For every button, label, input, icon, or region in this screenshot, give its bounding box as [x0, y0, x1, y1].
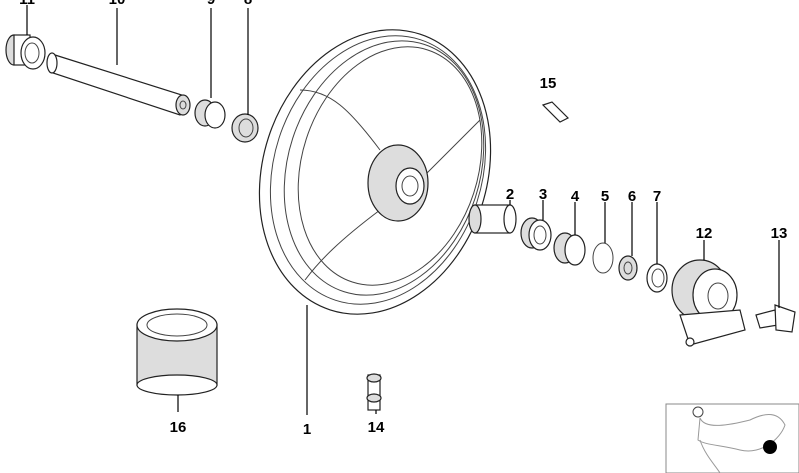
callout-5: 5: [601, 188, 609, 205]
part-2-spacer[interactable]: [468, 204, 517, 234]
part-16-grease-tin[interactable]: [136, 308, 218, 396]
callout-7: 7: [653, 188, 661, 205]
callout-14: 14: [368, 419, 385, 436]
callout-2: 2: [506, 186, 514, 203]
callout-11: 11: [19, 0, 35, 8]
part-6-drive-dog[interactable]: [618, 255, 638, 281]
part-9-spacer[interactable]: [194, 99, 226, 129]
part-11-bushing[interactable]: [5, 34, 46, 70]
motorcycle-thumbnail-icon[interactable]: [665, 403, 799, 473]
callout-13: 13: [771, 225, 788, 242]
callout-10: 10: [109, 0, 126, 8]
part-14-valve[interactable]: [366, 373, 382, 411]
leader-lines: [26, 5, 780, 415]
part-12-speedometer-drive[interactable]: [671, 259, 746, 347]
part-13-bolt[interactable]: [755, 304, 796, 333]
part-15-key[interactable]: [541, 101, 570, 123]
callout-4: 4: [571, 188, 580, 205]
callout-6: 6: [628, 188, 636, 205]
callout-1: 1: [303, 421, 311, 438]
location-marker: [763, 440, 777, 454]
part-7-ring[interactable]: [646, 263, 668, 293]
callout-15: 15: [540, 75, 557, 92]
callout-12: 12: [696, 225, 713, 242]
part-3-bearing[interactable]: [520, 217, 552, 251]
callout-16: 16: [170, 419, 187, 436]
part-4-spacer[interactable]: [553, 232, 586, 266]
callout-9: 9: [207, 0, 215, 8]
callout-8: 8: [244, 0, 252, 8]
part-1-wheel[interactable]: [224, 0, 527, 345]
part-8-seal[interactable]: [231, 113, 259, 143]
callout-3: 3: [539, 186, 547, 203]
part-5-circlip[interactable]: [592, 242, 614, 274]
part-10-axle[interactable]: [46, 52, 191, 116]
